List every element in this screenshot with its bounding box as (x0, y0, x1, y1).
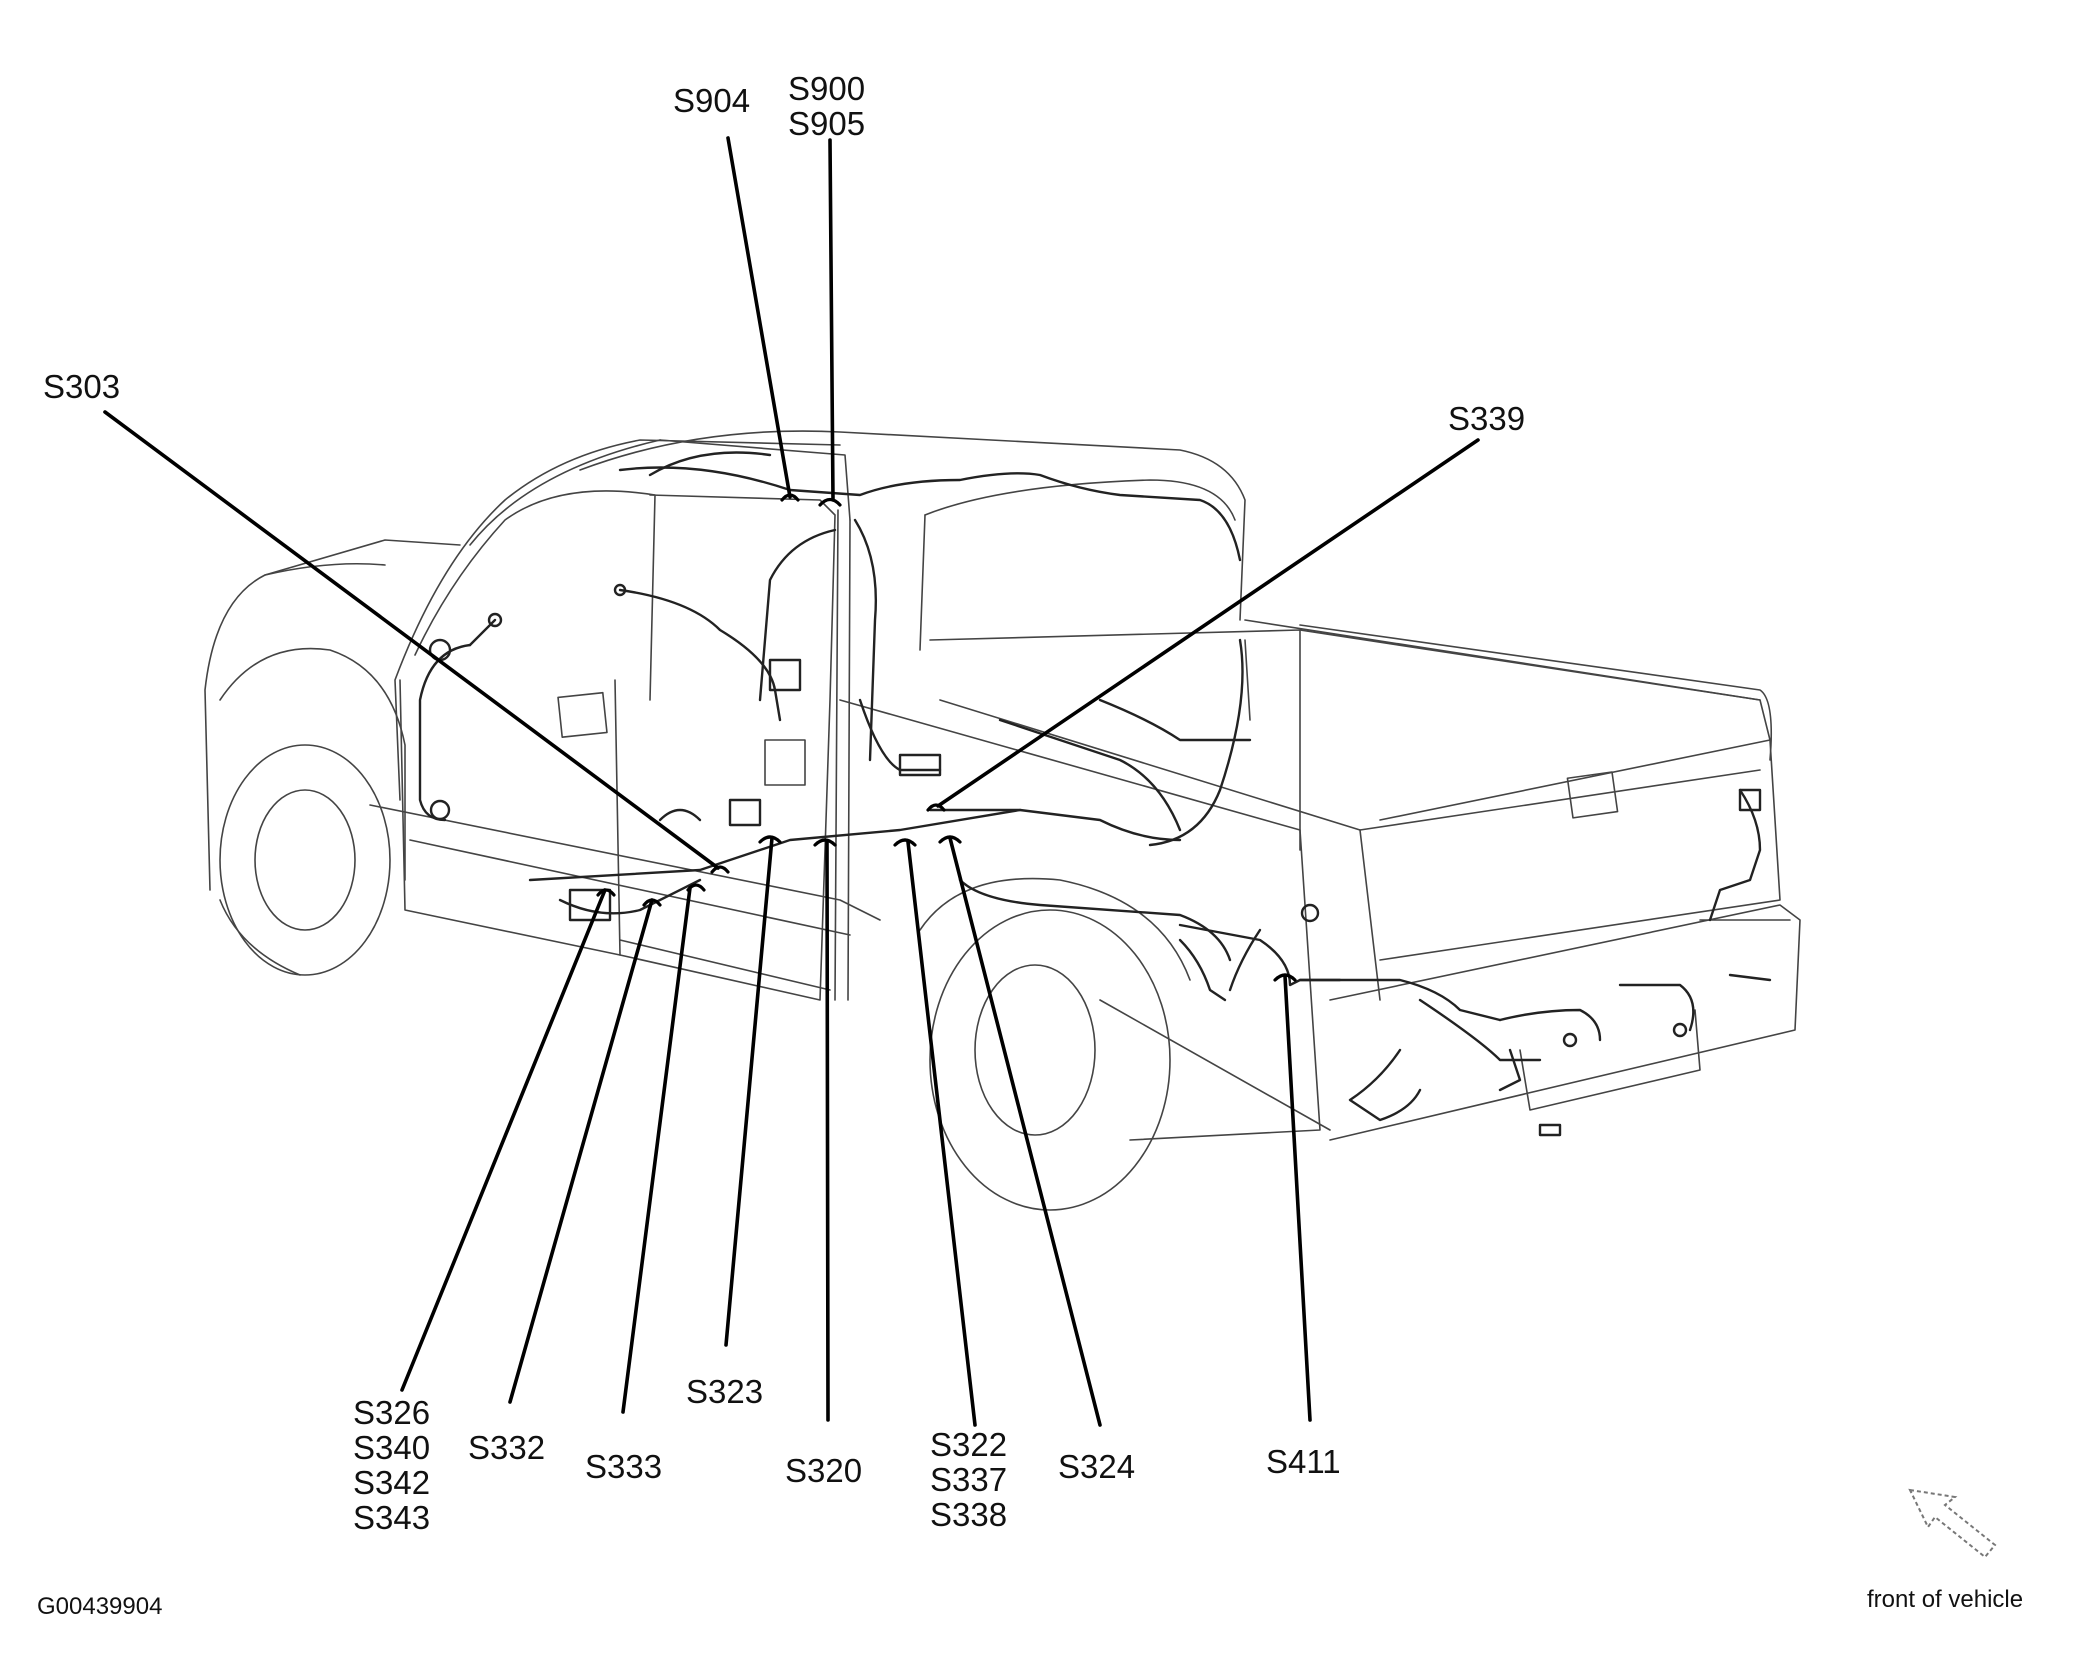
splice-s339 (926, 803, 946, 812)
label-s322: S322 (930, 1426, 1007, 1463)
leader-s324 (948, 836, 1102, 1427)
leader-s333 (621, 886, 692, 1414)
callout-labels: S904 S900 S905 S303 S339 S326 S340 S342 … (43, 70, 1525, 1536)
label-s303: S303 (43, 368, 120, 405)
label-s324: S324 (1058, 1448, 1135, 1485)
label-s326: S326 (353, 1394, 430, 1431)
splice-markers (596, 493, 1297, 982)
label-s343: S343 (353, 1499, 430, 1536)
leader-s332 (508, 898, 654, 1404)
label-s320: S320 (785, 1452, 862, 1489)
leader-s411 (1283, 974, 1312, 1422)
label-s342: S342 (353, 1464, 430, 1501)
leader-s323 (724, 836, 774, 1347)
splice-s320 (813, 838, 837, 847)
label-s332: S332 (468, 1429, 545, 1466)
leader-s904 (726, 136, 792, 499)
truck-outline (204, 430, 1801, 1211)
label-s905: S905 (788, 105, 865, 142)
leader-lines (103, 136, 1480, 1427)
splice-s322 (893, 838, 917, 847)
label-s340: S340 (353, 1429, 430, 1466)
leader-s339 (936, 438, 1480, 808)
leader-s303 (103, 410, 720, 870)
splice-s900-s905 (818, 497, 842, 507)
leader-s326 (400, 888, 607, 1392)
label-s411: S411 (1266, 1443, 1341, 1480)
leader-s320 (825, 840, 830, 1422)
label-s337: S337 (930, 1461, 1007, 1498)
figure-id: G00439904 (37, 1593, 162, 1620)
label-s900: S900 (788, 70, 865, 107)
splice-s323 (758, 835, 782, 844)
label-s323: S323 (686, 1373, 763, 1410)
label-s904: S904 (673, 82, 750, 119)
splice-s303 (710, 865, 730, 874)
wiring-harness (418, 451, 1772, 1137)
label-s338: S338 (930, 1496, 1007, 1533)
leader-s900-s905 (828, 138, 835, 502)
leader-s322 (906, 840, 977, 1427)
front-of-vehicle-arrow-icon (1908, 1488, 1997, 1559)
label-s333: S333 (585, 1448, 662, 1485)
label-s339: S339 (1448, 400, 1525, 437)
front-of-vehicle-label: front of vehicle (1867, 1586, 2023, 1613)
